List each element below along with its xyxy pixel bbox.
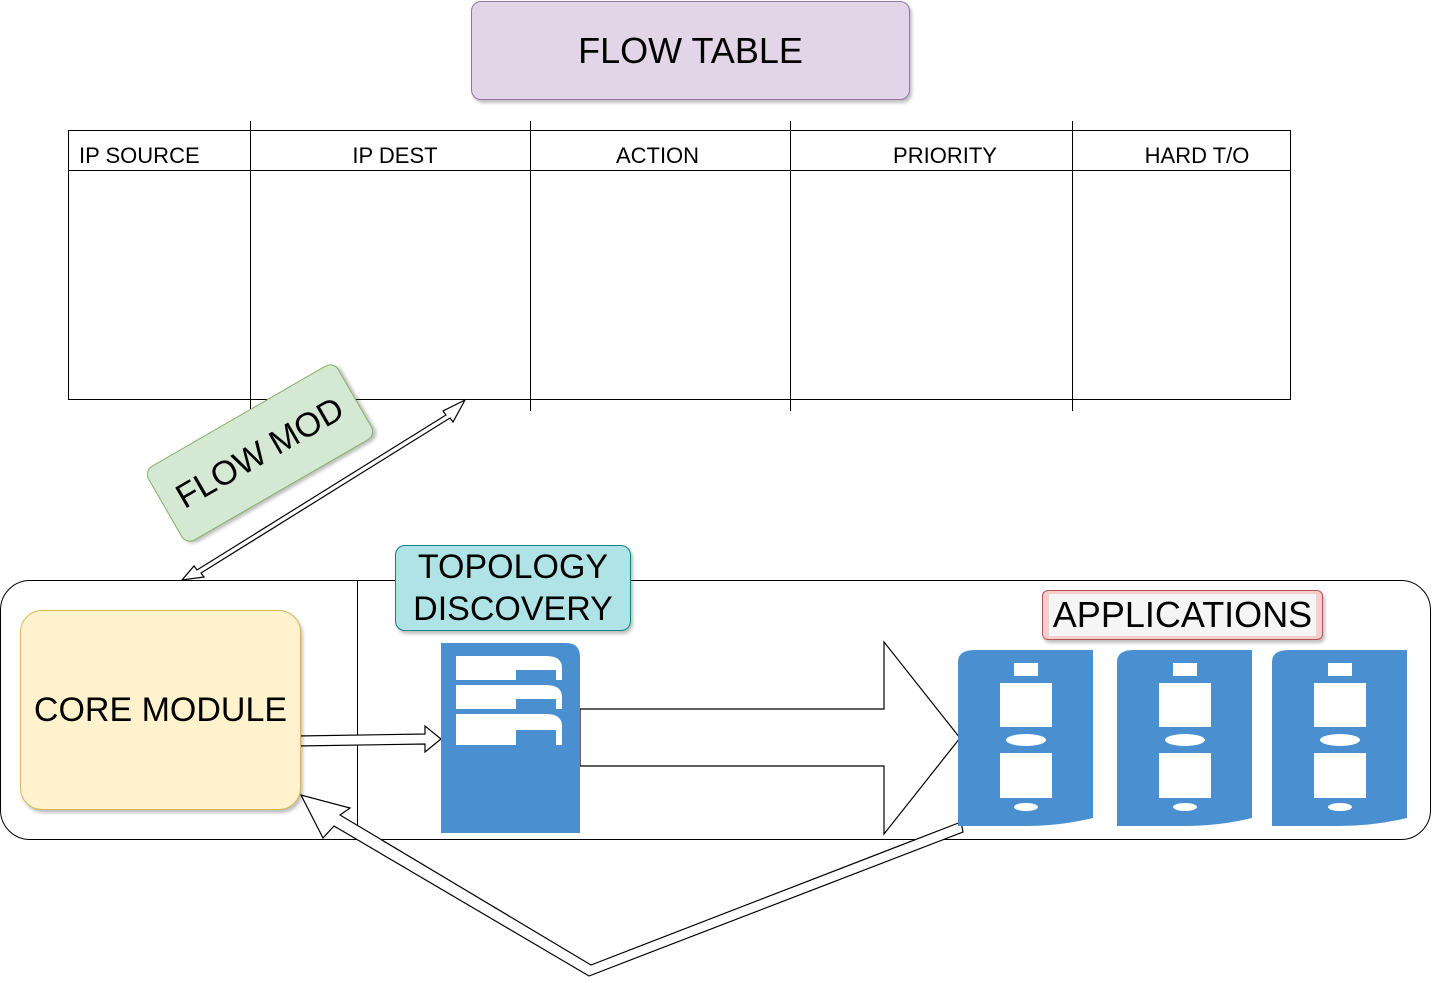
- header-divider: [69, 170, 1290, 171]
- application-server-icon-3: [1272, 650, 1407, 826]
- flow-table-title: FLOW TABLE: [471, 1, 910, 100]
- column-header-priority: PRIORITY: [893, 143, 997, 168]
- controller-frame: [0, 580, 1431, 840]
- topology-to-applications-arrow: [579, 640, 961, 836]
- flow-table: IP SOURCE IP DEST ACTION PRIORITY HARD T…: [68, 121, 1291, 411]
- applications-to-core-arrow: [299, 794, 964, 977]
- applications-text: APPLICATIONS: [1048, 594, 1317, 636]
- column-divider: [250, 121, 251, 411]
- applications-label: APPLICATIONS: [1042, 590, 1323, 640]
- application-server-icon-2: [1117, 650, 1252, 826]
- controller-divider: [357, 580, 358, 840]
- flow-mod-arrow: [180, 398, 467, 581]
- application-server-icon-1: [958, 650, 1093, 826]
- column-header-action: ACTION: [615, 143, 700, 168]
- column-header-hard-timeout: HARD T/O: [1144, 143, 1250, 168]
- topology-line-2: DISCOVERY: [413, 590, 613, 628]
- column-divider: [530, 121, 531, 411]
- column-divider: [790, 121, 791, 411]
- column-header-ip-source: IP SOURCE: [79, 143, 200, 168]
- core-topology-arrow: [281, 724, 442, 756]
- flow-table-title-text: FLOW TABLE: [578, 29, 803, 71]
- server-icon: [441, 643, 580, 833]
- column-header-ip-dest: IP DEST: [352, 143, 438, 168]
- topology-line-1: TOPOLOGY: [417, 548, 609, 586]
- topology-discovery-label: TOPOLOGY DISCOVERY: [395, 545, 631, 631]
- core-module-box: CORE MODULE: [20, 610, 301, 810]
- core-module-text: CORE MODULE: [33, 690, 288, 729]
- column-divider: [1072, 121, 1073, 411]
